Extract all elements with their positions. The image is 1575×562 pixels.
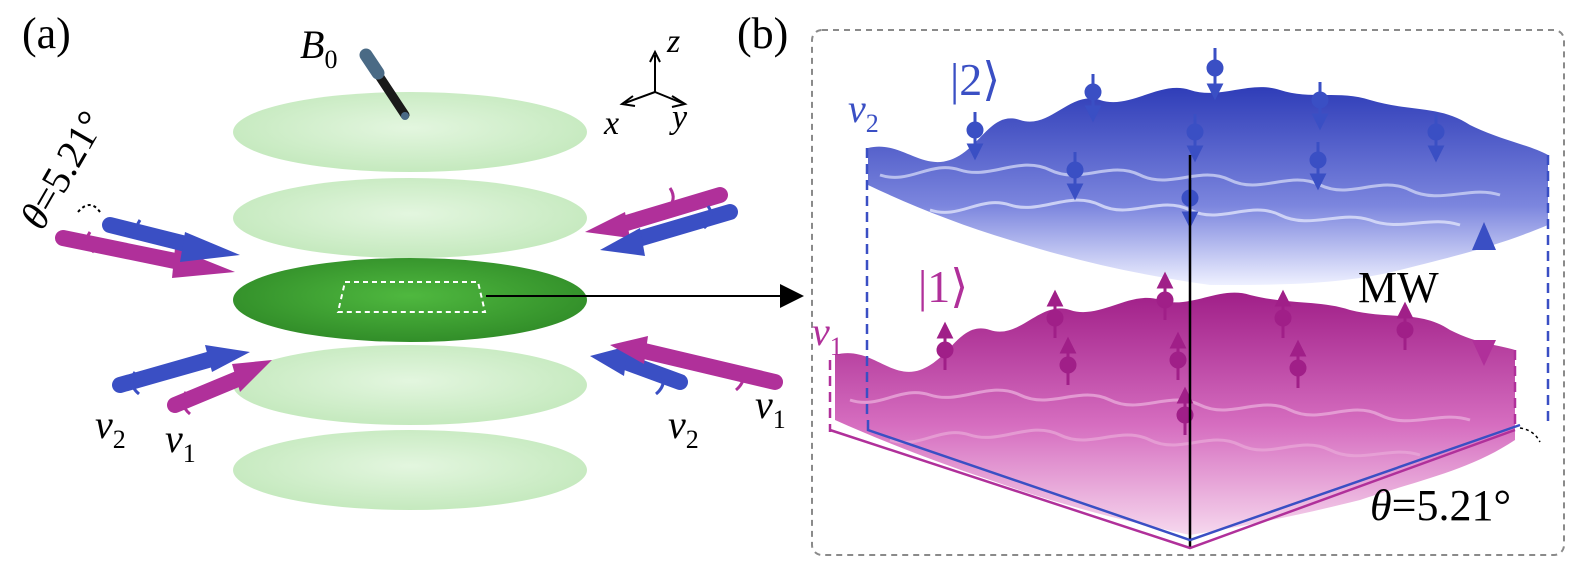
angle-label-a: θ=5.21°	[11, 103, 114, 237]
lattice-state-2	[868, 87, 1548, 285]
atoms-state-1	[936, 271, 1414, 435]
depth-label-v1: v1	[812, 309, 843, 361]
beam-label-left-v1: v1	[165, 416, 196, 468]
axis-x-label: x	[603, 105, 619, 142]
disk-2	[233, 345, 587, 425]
microwave-coupling-arrow	[1472, 222, 1496, 366]
disk-center-dark	[233, 258, 587, 342]
atom-blue-5	[1066, 152, 1084, 201]
beams-lower-left	[112, 345, 272, 416]
atom-blue-1	[966, 112, 984, 161]
depth-label-v2: v2	[848, 86, 879, 138]
optical-lattice-disk-stack	[233, 92, 587, 510]
state-2-label: |2⟩	[950, 54, 1000, 105]
beam-label-left-v2: v2	[95, 402, 126, 454]
atom-blue-4	[1311, 82, 1329, 131]
depth-indicators	[828, 148, 1550, 432]
atom-blue-7	[1309, 142, 1327, 191]
disk-1	[233, 430, 587, 510]
lattice-base-lines	[829, 420, 1521, 550]
selection-region	[336, 281, 487, 313]
atom-blue-2	[1084, 74, 1102, 123]
beams-lower-right	[590, 336, 783, 396]
atom-mag-5	[1396, 301, 1414, 350]
atom-mag-8	[1289, 339, 1307, 388]
angle-label-b: θ=5.21°	[1370, 481, 1511, 530]
beams-upper-right	[585, 187, 738, 256]
b0-label: B0	[300, 22, 337, 74]
disk-5	[233, 92, 587, 172]
panel-a-label: (a)	[22, 9, 71, 58]
mw-label: MW	[1358, 263, 1439, 312]
coordinate-axes	[619, 49, 688, 108]
atom-mag-3	[1156, 271, 1174, 320]
panel-b-label: (b)	[737, 9, 788, 58]
beam-label-right-v2: v2	[668, 402, 699, 454]
atom-mag-7	[1169, 331, 1187, 380]
atom-blue-3	[1206, 48, 1224, 101]
angle-arc-b	[1519, 427, 1541, 443]
axis-y-label: y	[669, 99, 688, 136]
beam-label-right-v1: v1	[755, 382, 786, 434]
magnetic-field-rod	[359, 48, 410, 120]
state-1-label: |1⟩	[918, 261, 968, 312]
atom-blue-6	[1186, 114, 1204, 163]
axis-z-label: z	[666, 23, 680, 60]
atom-mag-1	[936, 321, 954, 370]
atom-blue-8	[1427, 114, 1445, 163]
panel-b-frame	[811, 29, 1565, 556]
atom-mag-6	[1059, 336, 1077, 385]
disk-4	[233, 178, 587, 258]
atom-mag-2	[1046, 289, 1064, 338]
beams-upper-left	[55, 204, 240, 278]
atom-mag-4	[1274, 289, 1292, 338]
lattice-state-1	[835, 292, 1515, 535]
atom-mag-9	[1176, 386, 1194, 435]
